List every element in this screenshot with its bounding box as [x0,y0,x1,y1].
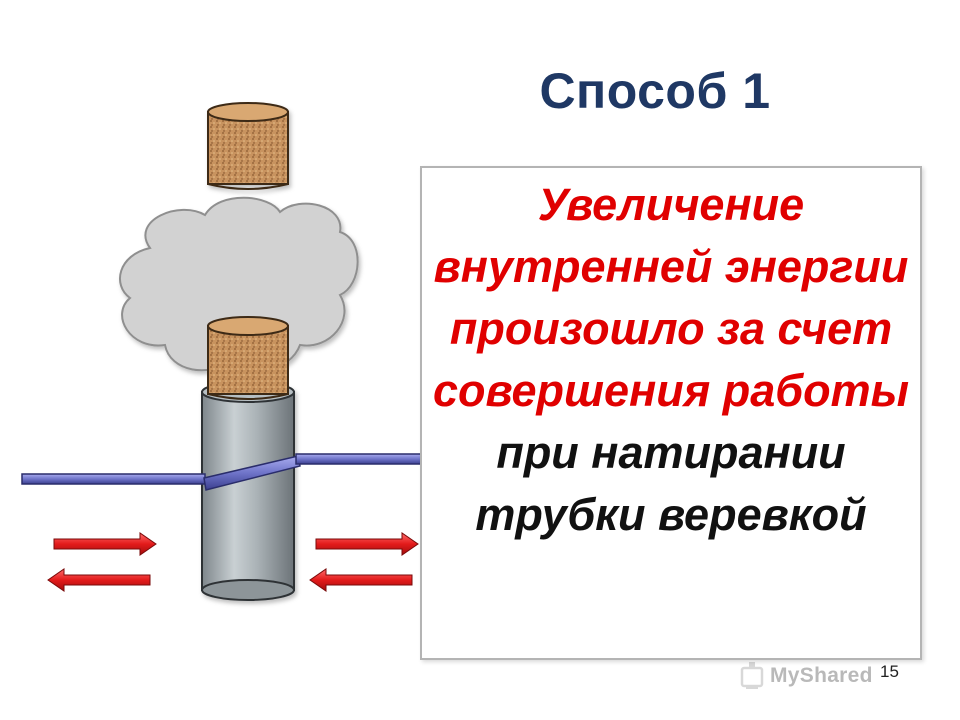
arrow-right-icon [315,532,419,556]
cork-icon [207,102,289,190]
text-red: Увеличение внутренней энергии произошло … [432,179,910,416]
text-black: при натирании трубки веревкой [475,427,867,540]
watermark-text: MyShared [770,664,873,687]
rope-icon [21,453,429,491]
text-body: Увеличение внутренней энергии произошло … [422,174,920,546]
page-number: 15 [880,662,899,681]
cloud-icon [119,196,359,372]
watermark-logo-icon [740,662,764,689]
tube-icon [201,381,295,601]
slide-title: Способ 1 [539,63,771,119]
arrow-right-icon [53,532,157,556]
arrow-left-icon [309,568,413,592]
arrow-left-icon [47,568,151,592]
text-box: Увеличение внутренней энергии произошло … [420,166,922,660]
cork-icon [207,316,289,400]
